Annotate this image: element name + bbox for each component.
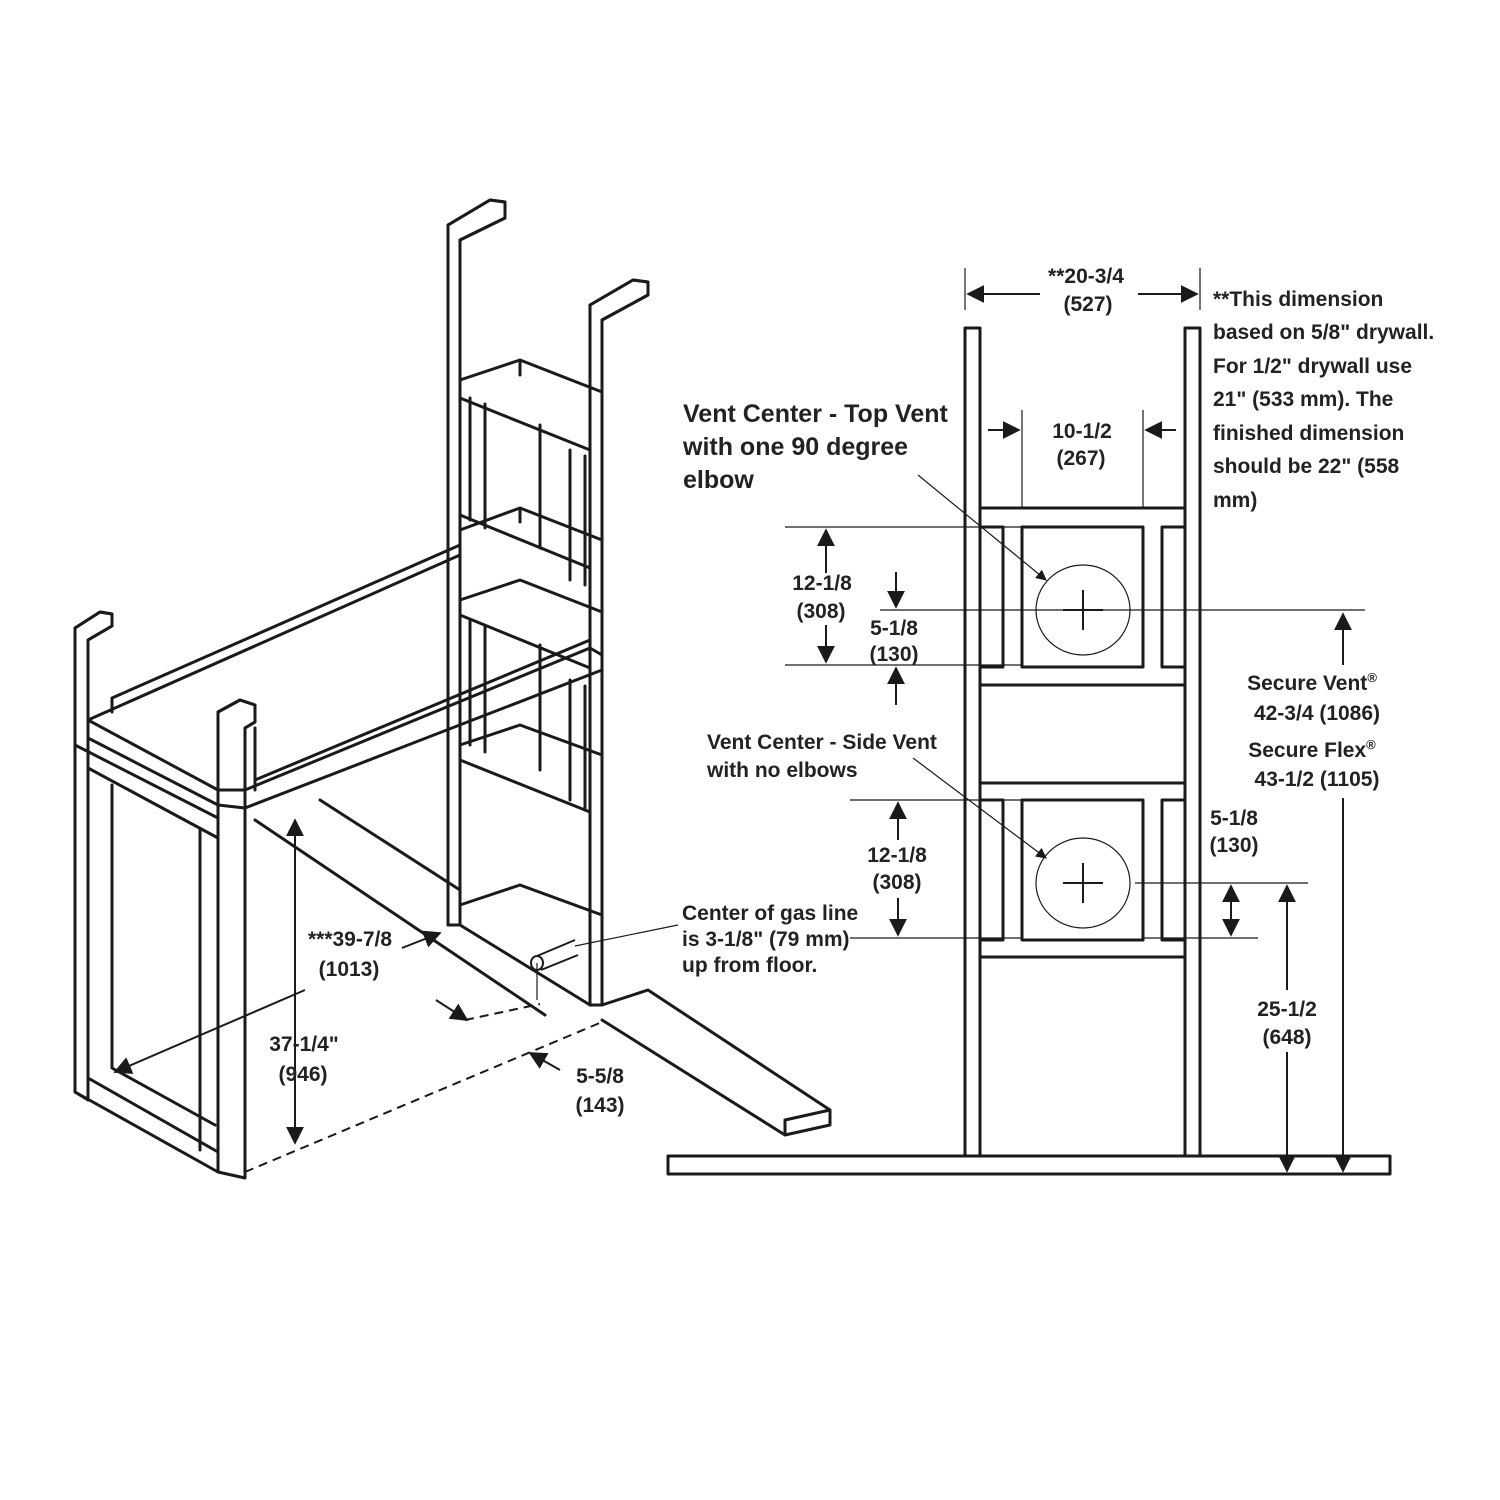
width-note-line-7: mm): [1213, 489, 1257, 512]
dim-top-offset-label: 5-1/8: [870, 617, 918, 640]
iso-left-side-panel: [73, 743, 220, 1174]
dim-side-height: 25-1/2 (648): [1257, 884, 1317, 1173]
elev-outer-left-stud: [963, 326, 982, 1158]
dim-side-box: 12-1/8 (308): [867, 801, 927, 937]
width-note: **This dimension based on 5/8" drywall. …: [1213, 288, 1434, 512]
dim-inner-label: 10-1/2: [1052, 420, 1112, 443]
gas-note-line-3: up from floor.: [682, 954, 817, 977]
elev-outer-right-stud: [1183, 326, 1202, 1158]
elev-side-vent-box: [1020, 798, 1145, 942]
dim-gas-offset-mm: (143): [575, 1094, 624, 1117]
iso-top-header: [86, 543, 604, 810]
front-elevation: **20-3/4 (527) 10-1/2 (267) **This dimen…: [666, 265, 1434, 1176]
iso-front-post-left: [73, 610, 114, 1102]
dim-depth-mm: (946): [278, 1063, 327, 1086]
width-note-line-5: finished dimension: [1213, 422, 1404, 445]
iso-floor-dashed-front: [244, 1021, 603, 1173]
dim-gas-offset: 5-5/8 (143): [435, 999, 625, 1117]
width-note-line-2: based on 5/8" drywall.: [1213, 321, 1434, 344]
dim-height-label: ***39-7/8: [308, 928, 392, 951]
top-vent-title-1: Vent Center - Top Vent: [683, 400, 949, 428]
top-vent-callout: Vent Center - Top Vent with one 90 degre…: [682, 400, 1047, 581]
secure-flex-value: 43-1/2 (1105): [1255, 768, 1380, 791]
dim-depth-3714: 37-1/4" (946): [113, 989, 339, 1086]
dim-top-box-mm: (308): [796, 600, 845, 623]
side-vent-circle: [1035, 837, 1131, 929]
dim-width-2034: **20-3/4 (527): [964, 265, 1201, 316]
dim-top-box-label: 12-1/8: [792, 572, 852, 595]
dim-height-3978: ***39-7/8 (1013): [286, 818, 442, 1145]
dim-inner-1012: 10-1/2 (267): [988, 410, 1176, 508]
secure-vent-name: Secure Vent: [1247, 672, 1367, 695]
elev-bottom-block: [978, 955, 1187, 1158]
dim-width-label: **20-3/4: [1048, 265, 1124, 288]
secure-flex-mark: ®: [1366, 737, 1376, 752]
dim-gas-offset-label: 5-5/8: [576, 1065, 624, 1088]
secure-vent-name-text: Secure Vent®: [1247, 670, 1377, 695]
top-vent-title-3: elbow: [683, 466, 754, 494]
iso-front-post-near: [216, 698, 257, 1180]
dim-side-offset-mm: (130): [1209, 834, 1258, 857]
gas-note-line-2: is 3-1/8" (79 mm): [682, 928, 850, 951]
elev-top-vent-box: [1020, 525, 1145, 669]
dim-side-box-label: 12-1/8: [867, 844, 927, 867]
gas-line-note: Center of gas line is 3-1/8" (79 mm) up …: [574, 902, 858, 977]
iso-back-post-right: [588, 278, 650, 1007]
dim-top-box: 12-1/8 (308): [792, 528, 852, 664]
secure-vent-mark: ®: [1367, 670, 1377, 685]
side-vent-callout: Vent Center - Side Vent with no elbows: [706, 731, 1047, 859]
iso-side-header-top: [458, 358, 604, 570]
dim-side-offset: 5-1/8 (130): [1209, 807, 1259, 937]
width-note-line-3: For 1/2" drywall use: [1213, 355, 1412, 378]
elev-middle-block: [978, 683, 1187, 785]
secure-flex-name: Secure Flex: [1248, 739, 1366, 762]
width-note-line-4: 21" (533 mm). The: [1213, 388, 1393, 411]
iso-floor-plate: [253, 798, 547, 1017]
iso-back-post-left: [446, 198, 507, 927]
dim-side-height-mm: (648): [1262, 1026, 1311, 1049]
top-vent-title-2: with one 90 degree: [682, 433, 908, 461]
gas-note-line-1: Center of gas line: [682, 902, 858, 925]
width-note-line-6: should be 22" (558: [1213, 455, 1400, 478]
elev-floor-plate: [666, 1154, 1392, 1176]
dim-depth-label: 37-1/4": [269, 1033, 339, 1056]
dim-width-mm: (527): [1063, 293, 1112, 316]
dim-side-height-label: 25-1/2: [1257, 998, 1317, 1021]
dim-secure-vent-height: Secure Vent® 42-3/4 (1086) Secure Flex® …: [1247, 612, 1380, 1173]
dim-side-offset-label: 5-1/8: [1210, 807, 1258, 830]
isometric-framing: ***39-7/8 (1013) 37-1/4" (946) 5-5/8 (14…: [73, 198, 858, 1180]
side-vent-title-1: Vent Center - Side Vent: [707, 731, 937, 754]
dim-top-offset-mm: (130): [869, 643, 918, 666]
dim-height-mm: (1013): [319, 958, 380, 981]
secure-vent-value: 42-3/4 (1086): [1254, 702, 1380, 725]
width-note-line-1: **This dimension: [1213, 288, 1383, 311]
dim-inner-mm: (267): [1056, 447, 1105, 470]
dim-side-box-mm: (308): [872, 871, 921, 894]
side-vent-title-2: with no elbows: [706, 759, 858, 782]
dim-top-offset: 5-1/8 (130): [869, 572, 919, 705]
secure-flex-name-text: Secure Flex®: [1248, 737, 1376, 762]
